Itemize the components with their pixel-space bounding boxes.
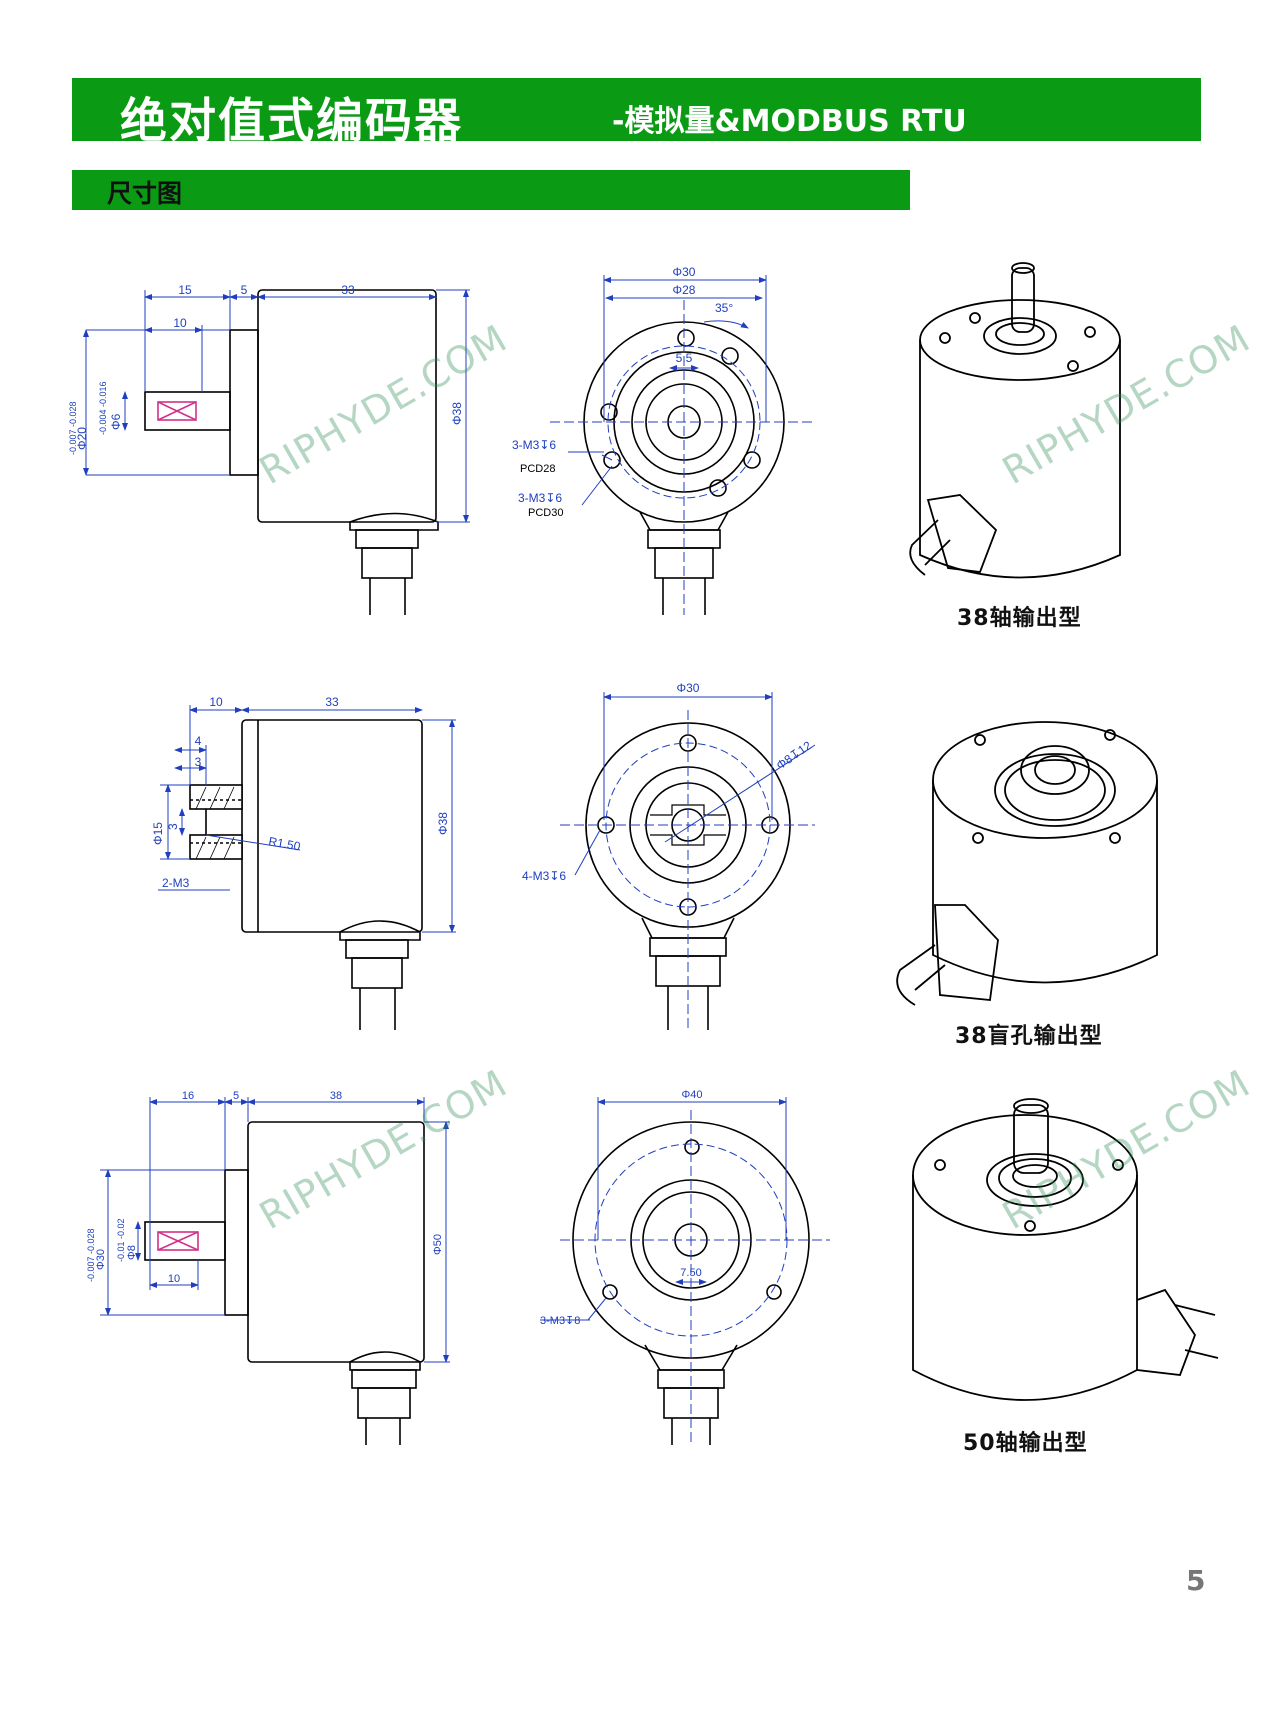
caption-38-blind-hole: 38盲孔输出型 — [955, 1024, 1103, 1049]
dim-phi38: Φ38 — [436, 812, 450, 835]
tol-30: -0.007 -0.028 — [86, 1228, 96, 1282]
dim-5: 5 — [241, 283, 248, 297]
caption-50-shaft: 50轴输出型 — [963, 1431, 1088, 1456]
dim-2-m3: 2-M3 — [162, 876, 190, 890]
dim-phi15: Φ15 — [151, 822, 165, 845]
dim-10: 10 — [168, 1273, 180, 1285]
dim-16: 16 — [182, 1090, 194, 1102]
dim-15: 15 — [178, 283, 192, 297]
dim-10: 10 — [173, 316, 187, 330]
row1-front-dims — [550, 275, 815, 615]
dim-phi28: Φ28 — [673, 283, 696, 297]
tol-20: -0.007 -0.028 — [68, 401, 78, 455]
page-number: 5 — [1186, 1564, 1206, 1597]
row1-iso-view — [909, 262, 1121, 579]
dim-5-5: 5.5 — [676, 351, 693, 365]
row2-side-view — [189, 719, 423, 1030]
row1-side-view — [144, 289, 439, 615]
title-banner: 绝对值式编码器 -模拟量&MODBUS RTU — [72, 78, 1201, 149]
dim-5: 5 — [233, 1090, 239, 1102]
dim-phi38: Φ38 — [450, 402, 464, 425]
row2-hatch — [195, 786, 235, 860]
page-title: 绝对值式编码器 — [120, 94, 463, 149]
pcd-28: PCD28 — [520, 463, 555, 475]
row3-side-view — [144, 1121, 425, 1445]
dim-phi20: Φ20 — [75, 427, 89, 450]
hole-callout-2: 3-M3↧6 — [518, 491, 562, 505]
dim-38: 38 — [330, 1090, 342, 1102]
dim-3b: 3 — [166, 823, 180, 830]
pcd-30: PCD30 — [528, 507, 563, 519]
row3-side-dims — [100, 1097, 450, 1363]
dim-phi30: Φ30 — [677, 681, 700, 695]
dim-r150: R1.50 — [267, 834, 301, 853]
dim-4: 4 — [195, 734, 202, 748]
section-title: 尺寸图 — [107, 179, 183, 208]
dim-phi30: Φ30 — [673, 265, 696, 279]
row2-side-dim-text: 10 33 4 3 Φ15 3 R1.50 2-M3 Φ38 — [151, 695, 450, 890]
caption-38-shaft: 38轴输出型 — [957, 606, 1082, 631]
dim-phi40: Φ40 — [681, 1089, 702, 1101]
dim-3a: 3 — [195, 755, 202, 769]
dim-33: 33 — [325, 695, 339, 709]
section-banner: 尺寸图 — [72, 170, 910, 210]
tol-6: -0.004 -0.016 — [98, 381, 108, 435]
hole-callout-1: 3-M3↧6 — [512, 438, 556, 452]
dim-phi30: Φ30 — [95, 1249, 107, 1270]
row1-side-dim-text: 15 5 33 10 -0.007 -0.028 Φ20 -0.004 -0.0… — [68, 283, 464, 455]
row2-iso-view — [896, 721, 1158, 1006]
dim-phi50: Φ50 — [432, 1234, 444, 1255]
tol-8: -0.01 -0.02 — [116, 1218, 126, 1262]
row3-front-dims — [540, 1097, 830, 1445]
row3-front-dim-text: Φ40 7.50 3-M3↧8 — [540, 1089, 703, 1327]
dim-33: 33 — [341, 283, 355, 297]
m3-callout: 3-M3↧8 — [540, 1315, 580, 1327]
m3-callout: 4-M3↧6 — [522, 869, 566, 883]
dim-7-50: 7.50 — [680, 1267, 701, 1279]
dim-angle: 35° — [715, 301, 733, 315]
row2-front-dims — [560, 692, 816, 1030]
hole-callout: Φ8↧12 — [774, 738, 815, 772]
row1-front-dim-text: Φ30 Φ28 35° 5.5 3-M3↧6 PCD28 3-M3↧6 PCD3… — [512, 265, 733, 519]
dim-phi6: Φ6 — [109, 413, 123, 430]
dim-phi8: Φ8 — [126, 1245, 138, 1260]
dim-10: 10 — [209, 695, 223, 709]
row2-front-dim-text: Φ30 Φ8↧12 4-M3↧6 — [522, 681, 814, 883]
row1-side-dims — [83, 289, 470, 523]
row3-iso-view — [912, 1098, 1219, 1401]
row3-side-dim-text: 16 5 38 -0.007 -0.028 Φ30 -0.01 -0.02 Φ8… — [86, 1090, 444, 1285]
row2-side-dims — [158, 705, 456, 933]
page-subtitle: -模拟量&MODBUS RTU — [612, 104, 967, 139]
